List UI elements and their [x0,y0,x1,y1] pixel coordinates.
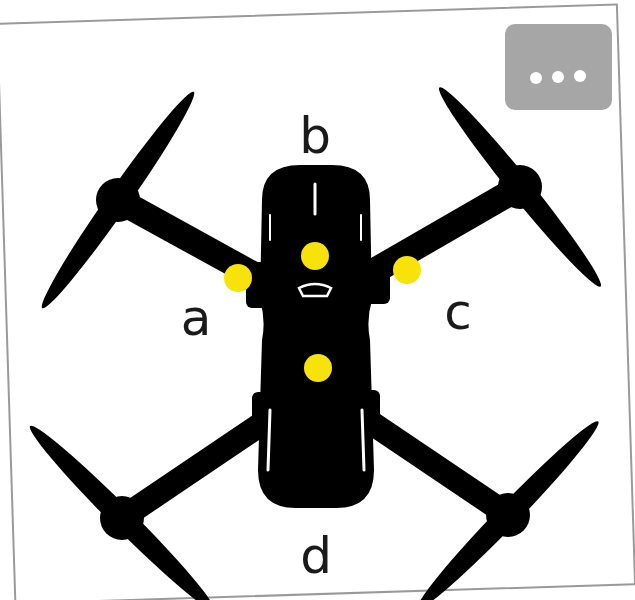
body-highlight [268,410,270,470]
marker-dot [224,264,252,292]
propeller-blade [410,414,606,600]
motor [100,496,144,540]
marker-dot [393,256,421,284]
motor [96,178,140,222]
body-highlight [269,215,271,240]
photo-frame [0,4,635,600]
drone-body [258,165,374,508]
motors [96,165,542,540]
propeller-blade [22,418,221,600]
part-label: d [300,531,332,581]
button-dot [574,70,586,82]
part-label: a [181,293,212,343]
propeller-blade [431,81,609,294]
marker-dot [304,354,332,382]
body-highlight [314,184,317,214]
body-highlight [362,410,364,470]
part-label: b [299,111,331,161]
marker-dots [224,242,421,382]
motor [486,493,530,537]
motor [498,165,542,209]
button-background [505,24,612,110]
body-highlights [268,184,364,470]
marker-dot [301,242,329,270]
propeller-blade [33,86,202,315]
body-highlight [360,215,362,240]
part-label: c [444,287,472,337]
more-button [505,24,612,110]
propellers [22,81,609,600]
button-dot [530,72,542,84]
button-dot [552,71,564,83]
body-highlight [299,284,331,296]
